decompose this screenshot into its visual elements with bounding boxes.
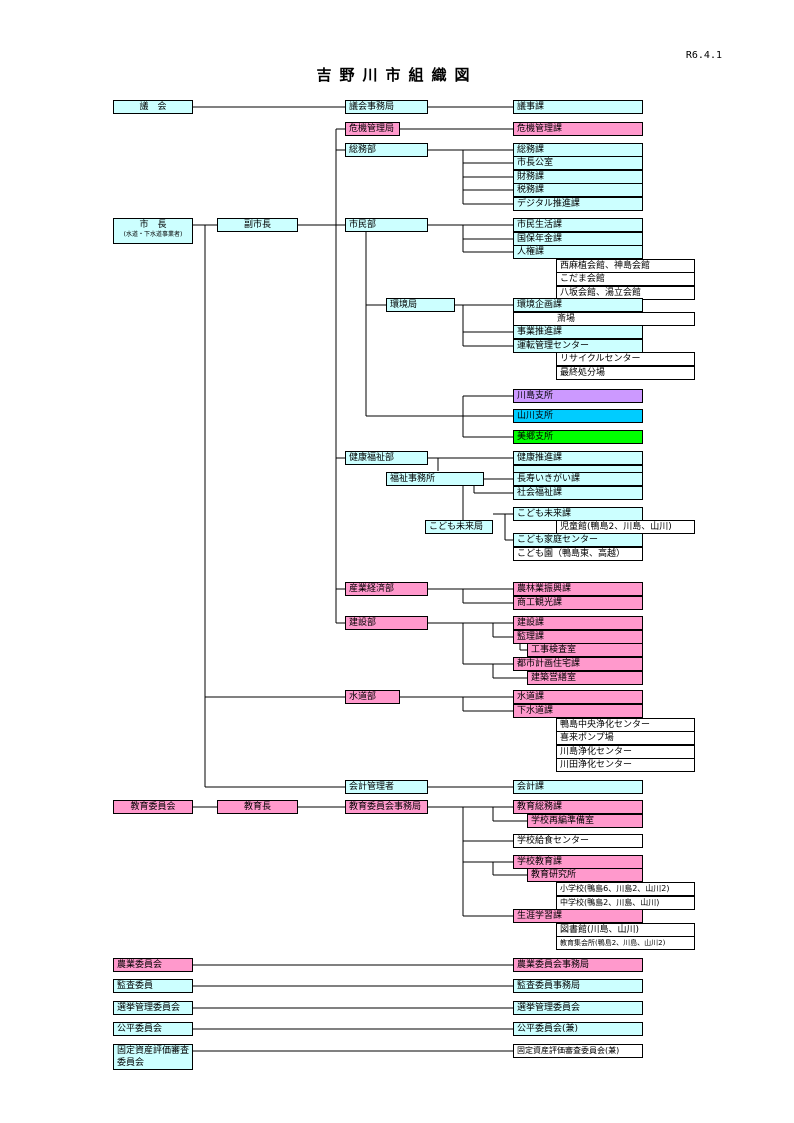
council-box: 議 会 <box>113 100 193 114</box>
general-affairs-dept-box: 総務部 <box>345 143 428 157</box>
education-research-box: 教育研究所 <box>527 868 643 882</box>
education-board-box: 教育委員会 <box>113 800 193 814</box>
community-hall-box: 教育集会所(鴨島2、川島、山川2) <box>556 936 695 950</box>
election-office-box: 選挙管理委員会 <box>513 1001 643 1015</box>
crisis-bureau-box: 危機管理局 <box>345 122 400 136</box>
human-rights-division-box: 人権課 <box>513 245 643 259</box>
school-reorg-office-box: 学校再編準備室 <box>527 814 643 828</box>
fixed-asset-office-box: 固定資産評価審査委員会(兼) <box>513 1044 643 1058</box>
construction-dept-box: 建設部 <box>345 616 428 630</box>
crisis-division-box: 危機管理課 <box>513 122 643 136</box>
audit-committee-box: 監査委員 <box>113 979 193 993</box>
accounting-manager-box: 会計管理者 <box>345 780 428 794</box>
junior-high-schools-box: 中学校(鴨島2、川島、山川) <box>556 896 695 910</box>
superintendent-box: 教育長 <box>217 800 298 814</box>
env-planning-division-box: 環境企画課 <box>513 298 643 312</box>
urban-planning-division-box: 都市計画住宅課 <box>513 657 643 671</box>
waterworks-division-box: 水道課 <box>513 690 643 704</box>
council-office-box: 議会事務局 <box>345 100 428 114</box>
kirai-pump-box: 喜来ポンプ場 <box>556 731 695 745</box>
children-future-bureau-box: こども未来局 <box>425 520 493 534</box>
kawata-purification-box: 川田浄化センター <box>556 758 695 772</box>
education-office-box: 教育委員会事務局 <box>345 800 428 814</box>
digital-division-box: デジタル推進課 <box>513 197 643 211</box>
agriculture-committee-box: 農業委員会 <box>113 958 193 972</box>
kamojima-purification-box: 鴨島中央浄化センター <box>556 718 695 732</box>
finance-division-box: 財務課 <box>513 170 643 184</box>
elementary-schools-box: 小学校(鴨島6、川島2、山川2) <box>556 882 695 896</box>
hall-nishioe-box: 西麻植会館、神島会館 <box>556 259 695 273</box>
social-welfare-division-box: 社会福祉課 <box>513 486 643 500</box>
school-education-division-box: 学校教育課 <box>513 855 643 869</box>
audit-office-box: 監査委員事務局 <box>513 979 643 993</box>
industry-dept-box: 産業経済部 <box>345 582 428 596</box>
waterworks-dept-box: 水道部 <box>345 690 400 704</box>
insurance-pension-division-box: 国保年金課 <box>513 232 643 246</box>
equity-office-box: 公平委員会(兼) <box>513 1022 643 1036</box>
building-office-box: 建築営繕室 <box>527 671 643 685</box>
agriculture-office-box: 農業委員会事務局 <box>513 958 643 972</box>
longevity-division-box: 長寿いきがい課 <box>513 472 643 486</box>
child-future-division-box: こども未来課 <box>513 507 643 521</box>
construction-division-box: 建設課 <box>513 616 643 630</box>
recycle-center-box: リサイクルセンター <box>556 352 695 366</box>
library-box: 図書館(川島、山川) <box>556 923 695 937</box>
kodomoen-box: こども園（鴨島東、高越） <box>513 547 643 561</box>
election-committee-box: 選挙管理委員会 <box>113 1001 193 1015</box>
mayor-office-box: 市長公室 <box>513 156 643 170</box>
tax-division-box: 税務課 <box>513 183 643 197</box>
kawashima-branch-box: 川島支所 <box>513 389 643 403</box>
family-center-box: こども家庭センター <box>513 533 643 547</box>
education-general-division-box: 教育総務課 <box>513 800 643 814</box>
page-title: 吉野川市組織図 <box>316 66 478 84</box>
inspection-office-box: 工事検査室 <box>527 643 643 657</box>
kawashima-purification-box: 川島浄化センター <box>556 745 695 759</box>
council-division-box: 議事課 <box>513 100 643 114</box>
welfare-office-box: 福祉事務所 <box>386 472 484 486</box>
health-promotion-division-box: 健康推進課 <box>513 451 643 465</box>
business-promotion-division-box: 事業推進課 <box>513 325 643 339</box>
citizen-dept-box: 市民部 <box>345 218 428 232</box>
accounting-division-box: 会計課 <box>513 780 643 794</box>
deputy-mayor-box: 副市長 <box>217 218 298 232</box>
citizen-life-division-box: 市民生活課 <box>513 218 643 232</box>
yamakawa-branch-box: 山川支所 <box>513 409 643 423</box>
equity-committee-box: 公平委員会 <box>113 1022 193 1036</box>
general-division-box: 総務課 <box>513 143 643 157</box>
mayor-note: (水道・下水道事業者) <box>123 231 183 238</box>
revision-date: R6.4.1 <box>685 50 722 61</box>
misato-branch-box: 美郷支所 <box>513 430 643 444</box>
supervision-division-box: 監理課 <box>513 630 643 644</box>
lifelong-learning-division-box: 生涯学習課 <box>513 909 643 923</box>
fixed-asset-committee-box: 固定資産評価審査委員会 <box>113 1044 193 1070</box>
hall-kodama-box: こだま会館 <box>556 272 695 286</box>
health-welfare-dept-box: 健康福祉部 <box>345 451 428 465</box>
commerce-tourism-division-box: 商工観光課 <box>513 596 643 610</box>
childrens-hall-box: 児童館(鴨島2、川島、山川) <box>556 520 695 534</box>
mayor-box: 市 長 (水道・下水道事業者) <box>113 218 193 244</box>
operation-center-box: 運転管理センター <box>513 339 643 353</box>
environment-bureau-box: 環境局 <box>386 298 455 312</box>
agri-forestry-division-box: 農林業振興課 <box>513 582 643 596</box>
sewer-division-box: 下水道課 <box>513 704 643 718</box>
mayor-label: 市 長 <box>139 220 167 230</box>
school-lunch-center-box: 学校給食センター <box>513 834 643 848</box>
landfill-box: 最終処分場 <box>556 366 695 380</box>
crematorium-box: 斎場 <box>513 312 695 326</box>
